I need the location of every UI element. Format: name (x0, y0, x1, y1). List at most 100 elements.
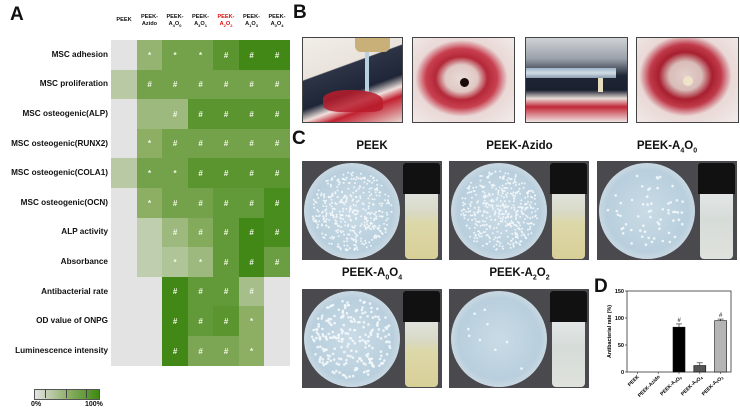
heatmap-cell: # (187, 99, 214, 130)
plate-title-peek: PEEK (356, 140, 388, 152)
svg-text:#: # (719, 313, 723, 319)
heatmap-row-label: ALP activity (61, 227, 108, 237)
heatmap-cell: # (264, 247, 291, 278)
heatmap-cell: # (162, 276, 189, 307)
legend-min-label: 0% (31, 401, 42, 408)
legend-max-label: 100% (85, 401, 103, 408)
heatmap-cell: # (213, 40, 240, 71)
svg-text:PEEK-Azido: PEEK-Azido (637, 374, 662, 399)
heatmap-cell: # (187, 217, 214, 248)
petri-dish (451, 163, 547, 259)
heatmap-row-label: OD value of ONPG (36, 316, 108, 326)
legend-tick (45, 389, 46, 398)
petri-dish (304, 163, 400, 259)
heatmap-column-header: PEEK-A4O0 (166, 14, 184, 29)
legend-tick (86, 389, 87, 398)
heatmap-cell (111, 40, 138, 71)
heatmap-cell: # (238, 158, 265, 189)
surgery-photo-implant-insertion (525, 37, 628, 123)
heatmap-cell: * (136, 128, 163, 159)
heatmap-cell: * (136, 40, 163, 71)
heatmap-cell: * (187, 40, 214, 71)
heatmap-column-header: PEEK (116, 17, 132, 23)
heatmap-cell: # (264, 69, 291, 100)
heatmap-row-label: MSC osteogenic(COLA1) (11, 168, 108, 178)
heatmap-cell (111, 128, 138, 159)
svg-text:50: 50 (618, 343, 624, 349)
heatmap-cell (136, 336, 163, 367)
heatmap-cell: # (162, 188, 189, 219)
svg-text:0: 0 (621, 370, 624, 376)
plate-photo (302, 289, 442, 388)
heatmap-cell: # (213, 188, 240, 219)
plate-title-peek-a2o2: PEEK-A2O2 (489, 267, 550, 282)
heatmap-cell (111, 247, 138, 278)
heatmap-cell: # (238, 69, 265, 100)
broth-vial (698, 163, 735, 259)
surgery-photo-drilling (302, 37, 403, 123)
heatmap-cell: # (162, 217, 189, 248)
heatmap-cell: * (162, 40, 189, 71)
heatmap-row-label: MSC adhesion (51, 49, 108, 59)
heatmap-row-label: MSC osteogenic(RUNX2) (11, 138, 108, 148)
heatmap-cell: # (264, 99, 291, 130)
heatmap-cell: # (187, 69, 214, 100)
heatmap-cell (264, 306, 291, 337)
heatmap-cell: # (213, 158, 240, 189)
heatmap-cell: * (238, 336, 265, 367)
heatmap-cell: # (213, 276, 240, 307)
heatmap-cell (111, 276, 138, 307)
panel-a-label: A (10, 4, 24, 25)
plate-photo (302, 161, 442, 260)
heatmap-cell: # (213, 306, 240, 337)
heatmap-cell (111, 217, 138, 248)
heatmap-cell: # (264, 158, 291, 189)
svg-text:#: # (677, 318, 681, 324)
broth-vial (550, 291, 587, 387)
heatmap-cell (264, 276, 291, 307)
heatmap-column-header: PEEK-A1O3 (242, 14, 261, 29)
heatmap-cell (136, 217, 163, 248)
heatmap-row-label: Antibacterial rate (41, 286, 108, 296)
heatmap-column-header: PEEK-A2O2 (217, 14, 235, 29)
heatmap-cell: * (136, 188, 163, 219)
plate-photo (449, 289, 589, 388)
petri-dish (599, 163, 695, 259)
heatmap-cell (111, 69, 138, 100)
heatmap-cell (111, 99, 138, 130)
heatmap-cell: # (136, 69, 163, 100)
legend-tick (66, 389, 67, 398)
heatmap-cell: # (238, 128, 265, 159)
heatmap-cell: # (238, 276, 265, 307)
heatmap-cell (264, 336, 291, 367)
heatmap-cell: * (238, 306, 265, 337)
heatmap-cell: * (162, 247, 189, 278)
heatmap-color-legend (34, 389, 100, 400)
plate-photo (449, 161, 589, 260)
heatmap-cell: # (264, 188, 291, 219)
heatmap-cell: # (264, 217, 291, 248)
heatmap-cell: # (238, 188, 265, 219)
heatmap-cell: # (213, 128, 240, 159)
heatmap-cell: # (187, 158, 214, 189)
heatmap-cell: # (213, 247, 240, 278)
heatmap-column-header: PEEK-Azido (140, 14, 159, 27)
heatmap-row-label: MSC proliferation (39, 79, 108, 89)
svg-text:PEEK-A0O4: PEEK-A0O4 (680, 374, 704, 398)
heatmap-cell (136, 247, 163, 278)
svg-text:100: 100 (615, 316, 624, 322)
heatmap-cell (111, 336, 138, 367)
panel-d-label: D (594, 276, 608, 297)
heatmap-cell: # (264, 40, 291, 71)
surgery-photo-implant-placed (636, 37, 739, 123)
heatmap-cell: # (162, 336, 189, 367)
svg-text:PEEK-A4O0: PEEK-A4O0 (659, 374, 683, 398)
svg-text:PEEK-A2O2: PEEK-A2O2 (701, 374, 725, 398)
heatmap-cell: # (264, 128, 291, 159)
heatmap-cell (111, 306, 138, 337)
heatmap-cell (136, 99, 163, 130)
heatmap-cell (111, 188, 138, 219)
heatmap-row-label: Absorbance (60, 257, 108, 266)
broth-vial (550, 163, 587, 259)
heatmap-cell: # (187, 306, 214, 337)
